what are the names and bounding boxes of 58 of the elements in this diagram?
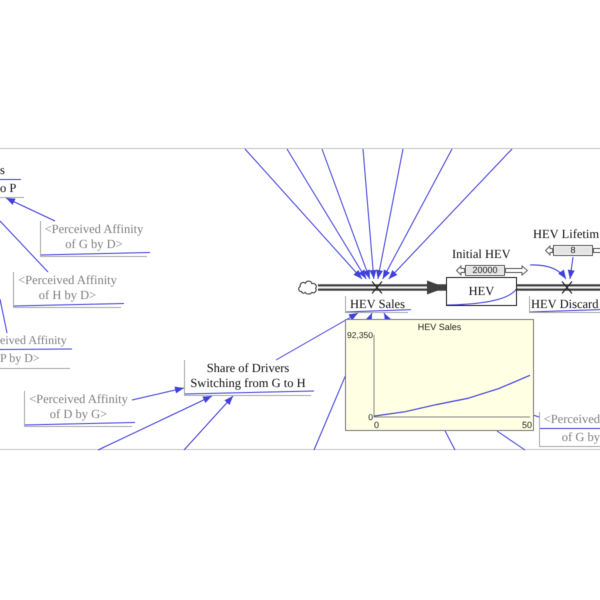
connector-arrow xyxy=(286,148,367,280)
connector-arrow xyxy=(388,148,512,280)
variable-box xyxy=(539,412,600,447)
connector-line xyxy=(532,414,540,418)
connector-line xyxy=(0,348,72,350)
connector-arrow xyxy=(568,256,575,280)
axis-tick-label: 50 xyxy=(522,421,532,430)
connector-arrow xyxy=(376,148,404,280)
connector-line xyxy=(0,298,8,334)
variable-name: <Perceived xyxy=(544,412,600,427)
variable-box xyxy=(13,272,121,308)
connector-arrow xyxy=(244,148,362,280)
slider-field: 8 xyxy=(553,245,593,256)
variable-name: <Perceived Affinity of G by D> xyxy=(44,221,144,252)
variable-name: <Perceived Affinity of H by D> xyxy=(17,272,118,303)
connector-arrow xyxy=(98,396,212,450)
variable-name: of G by xyxy=(562,430,600,445)
variable-box xyxy=(184,360,311,396)
connector-line xyxy=(12,303,124,306)
variable-name: P by D> xyxy=(0,351,40,366)
connector-arrow xyxy=(322,148,370,280)
connector-arrow xyxy=(382,148,452,280)
flow-name: HEV Discard xyxy=(529,296,600,313)
connector-arrow xyxy=(276,312,358,360)
axis-tick-label: 0 xyxy=(374,421,380,430)
connector-arrow xyxy=(184,396,234,450)
flow-arrow xyxy=(408,280,446,294)
variable-box xyxy=(0,333,70,369)
connector-arrow xyxy=(6,198,56,222)
flow-pipe xyxy=(517,284,529,291)
connector-line xyxy=(538,428,600,429)
connector-line xyxy=(0,179,22,180)
connector-line xyxy=(344,309,412,312)
variable-name: s xyxy=(0,163,5,178)
connector-line xyxy=(0,220,48,272)
connector-line xyxy=(24,422,136,426)
constant-name: HEV Lifetim xyxy=(533,227,600,242)
variable-box xyxy=(24,391,132,427)
constant-name: Initial HEV xyxy=(452,247,512,262)
variable-name: Share of Drivers Switching from G to H xyxy=(189,360,307,391)
connector-line xyxy=(446,288,518,306)
slider-field: 20000 xyxy=(465,265,505,276)
connector-line xyxy=(184,390,314,394)
stock-box xyxy=(446,277,517,306)
connector-arrow xyxy=(530,264,566,280)
axis-tick-label: 92,350 xyxy=(347,330,373,340)
connector-line xyxy=(40,252,150,256)
variable-name: o P xyxy=(0,181,16,196)
flow-name: HEV Sales xyxy=(345,296,408,313)
variable-name: eived Affinity xyxy=(0,333,67,348)
variable-name: <Perceived Affinity of D by G> xyxy=(28,391,129,422)
stock-name: HEV xyxy=(468,284,494,299)
flow-pipe xyxy=(318,284,345,291)
connector-arrow xyxy=(132,386,184,400)
connector-arrow xyxy=(362,148,377,280)
variable-box xyxy=(40,221,147,257)
chart-title: HEV Sales xyxy=(418,322,462,332)
axis-tick-label: 0 xyxy=(368,412,373,422)
